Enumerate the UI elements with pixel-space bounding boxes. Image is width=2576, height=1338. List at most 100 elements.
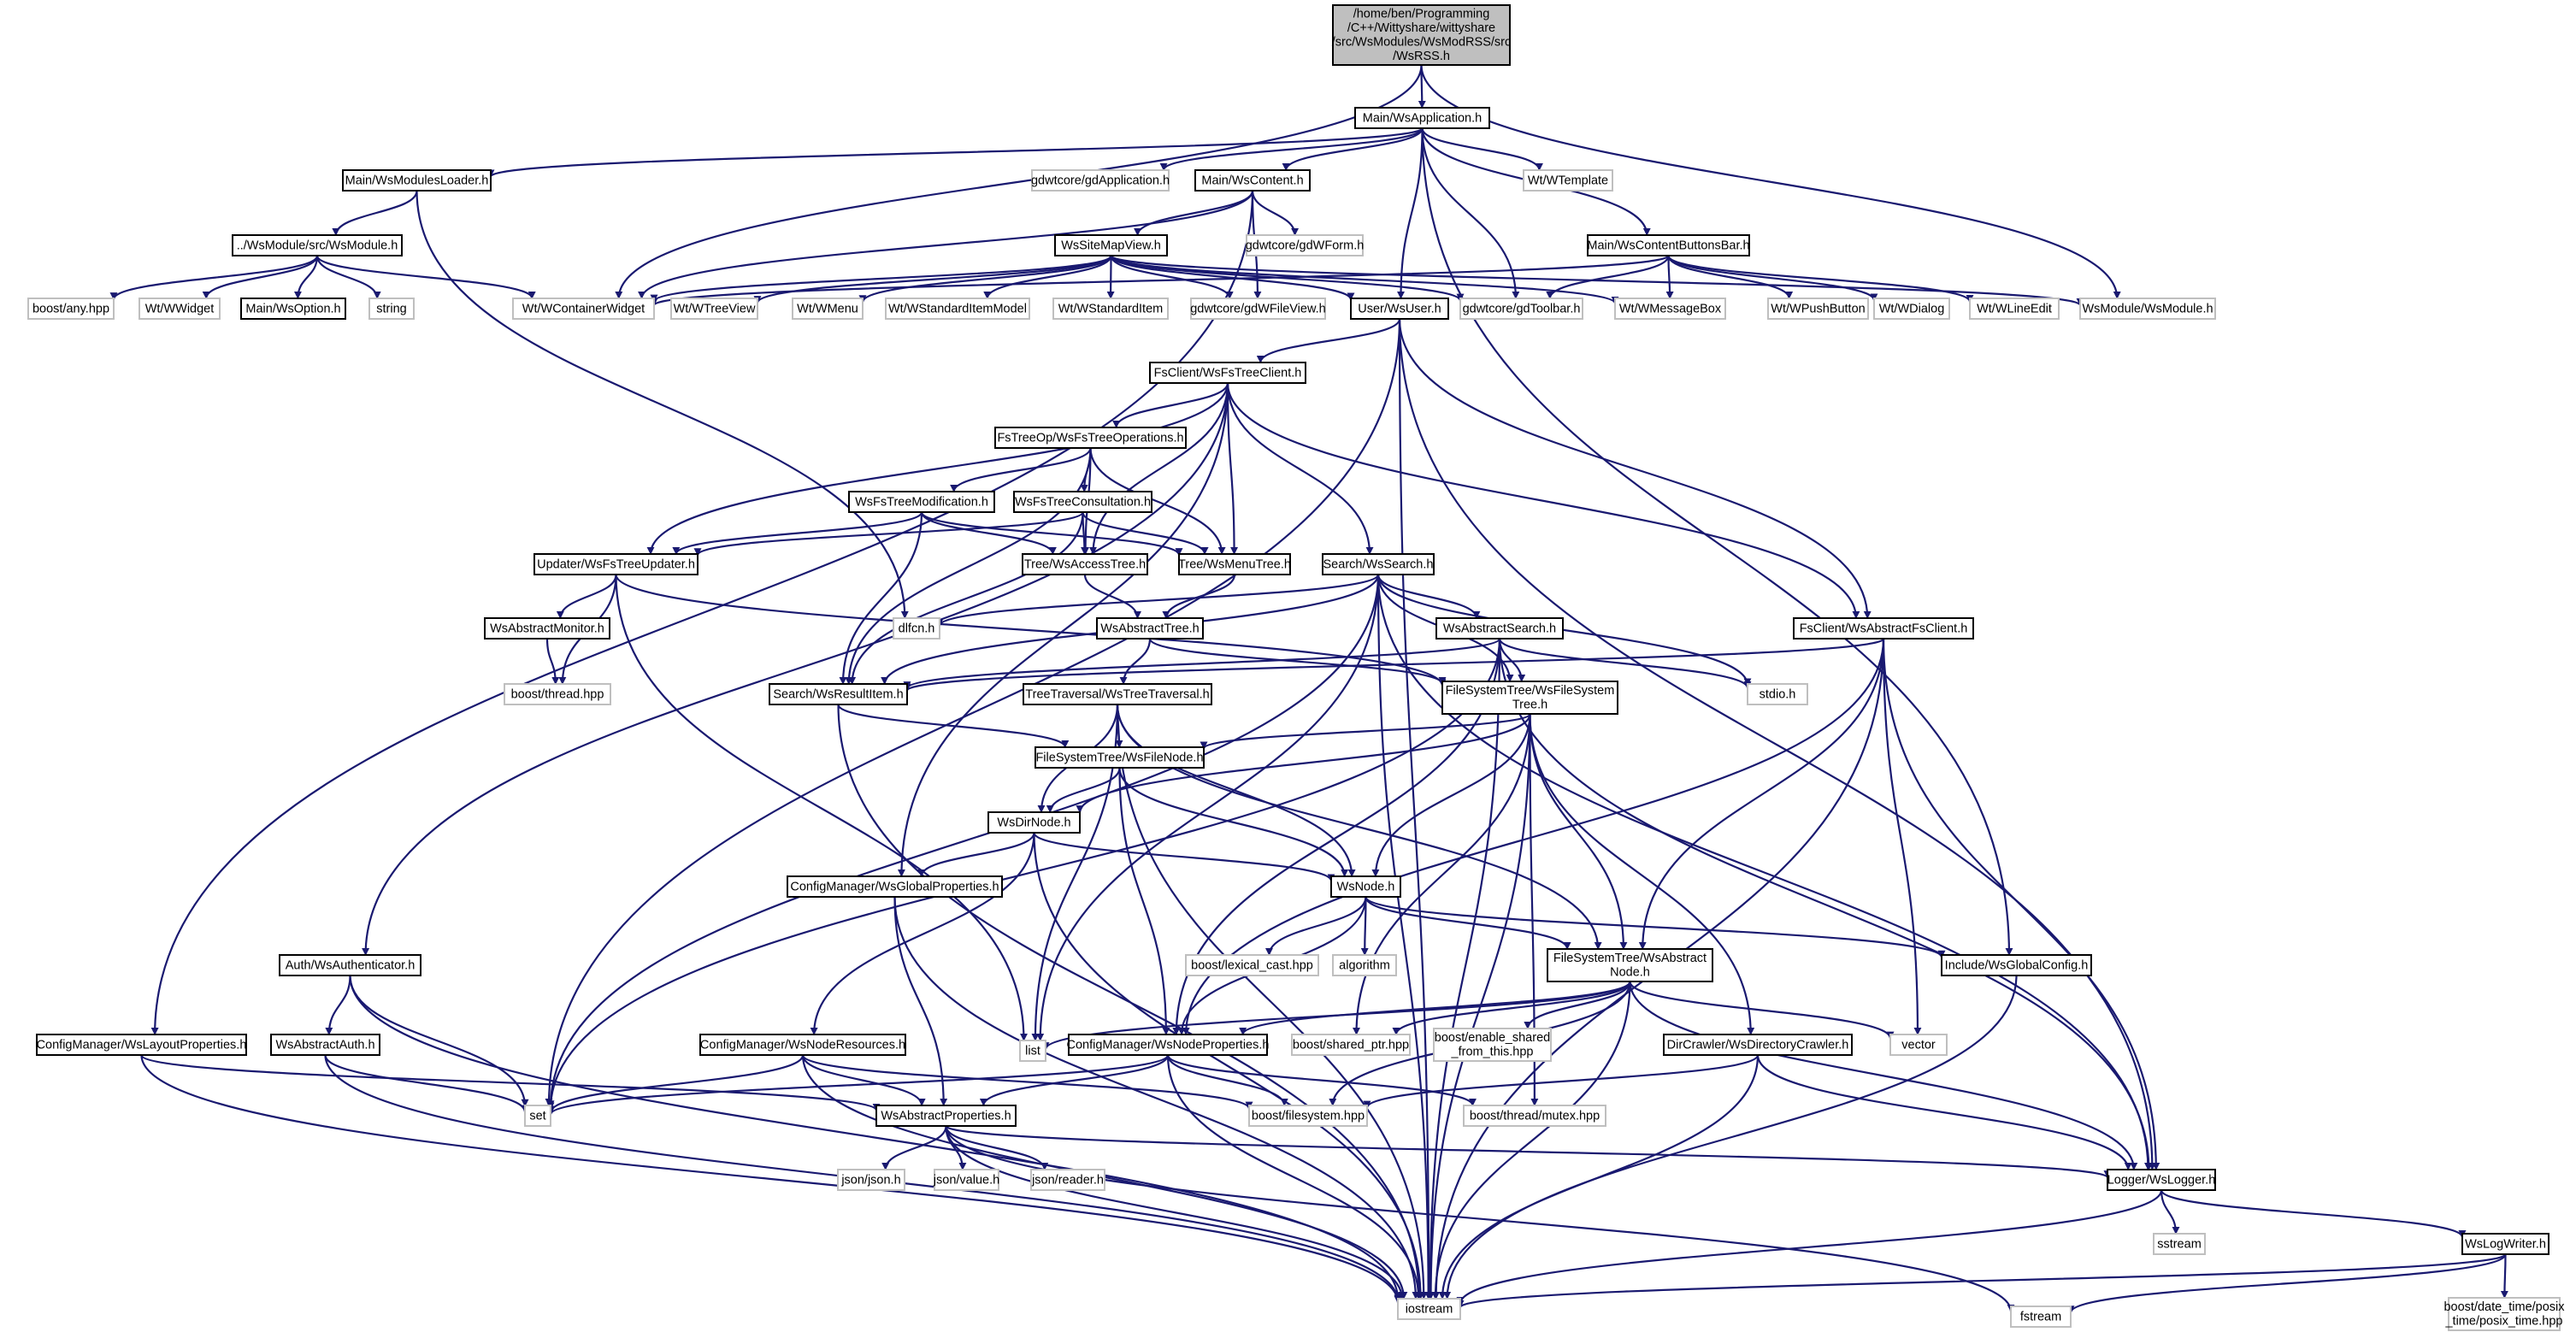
node-label: Wt/WStandardItem (1058, 302, 1163, 315)
node-fstreeops[interactable]: FsTreeOp/WsFsTreeOperations.h (994, 427, 1187, 449)
node-dircrawler[interactable]: DirCrawler/WsDirectoryCrawler.h (1663, 1034, 1853, 1056)
node-box (1793, 617, 1974, 640)
node-label: dlfcn.h (899, 622, 935, 635)
node-box (232, 234, 403, 256)
node-box (36, 1034, 247, 1056)
node-label: Wt/WDialog (1879, 302, 1945, 315)
edge-sitemap-to-wsuser (1110, 255, 1355, 301)
node-fstream: fstream (2010, 1306, 2072, 1328)
node-absmonitor[interactable]: WsAbstractMonitor.h (484, 617, 610, 640)
node-nodeprops[interactable]: ConfigManager/WsNodeProperties.h (1067, 1034, 1270, 1056)
node-logwriter[interactable]: WsLogWriter.h (2461, 1233, 2549, 1255)
node-label: json/reader.h (1031, 1173, 1104, 1187)
node-root[interactable]: /home/ben/Programming/C++/Wittyshare/wit… (1332, 4, 1511, 66)
edge-treeupdater-to-fstree (615, 574, 1447, 687)
node-box (1463, 1105, 1606, 1127)
node-label: FsTreeOp/WsFsTreeOperations.h (997, 431, 1183, 445)
node-logger[interactable]: Logger/WsLogger.h (2107, 1169, 2216, 1191)
node-wpushbtn: Wt/WPushButton (1767, 298, 1869, 320)
edge-fstreeclient-to-authenticator (362, 382, 1229, 956)
node-label: Tree.h (1512, 698, 1547, 712)
node-accesstree[interactable]: Tree/WsAccessTree.h (1022, 553, 1148, 575)
node-label: boost/shared_ptr.hpp (1293, 1038, 1409, 1052)
edge-wscontent-to-gdform (1251, 190, 1300, 236)
node-globalconfig[interactable]: Include/WsGlobalConfig.h (1941, 954, 2092, 976)
node-layoutprops[interactable]: ConfigManager/WsLayoutProperties.h (36, 1034, 247, 1056)
node-sitemap[interactable]: WsSiteMapView.h (1054, 234, 1168, 256)
node-wscontent[interactable]: Main/WsContent.h (1194, 169, 1311, 192)
node-box (987, 811, 1081, 834)
node-dlfcn: dlfcn.h (893, 617, 940, 640)
node-wsuser[interactable]: User/WsUser.h (1350, 298, 1449, 320)
node-label: gdwtcore/gdToolbar.h (1463, 302, 1581, 315)
node-box (270, 1034, 380, 1056)
edge-absnode-to-sharedptr (1392, 981, 1631, 1035)
edge-wsuser-to-iostream (1398, 318, 1433, 1300)
node-btnbar[interactable]: Main/WsContentButtonsBar.h (1587, 234, 1750, 256)
node-wsoption[interactable]: Main/WsOption.h (240, 298, 346, 320)
node-box (1332, 954, 1397, 976)
node-abstree[interactable]: WsAbstractTree.h (1096, 617, 1204, 640)
edge-wsuser-to-logger (1398, 318, 2156, 1170)
edge-logwriter-to-posixtime (2500, 1253, 2508, 1299)
node-box (787, 875, 1003, 898)
node-absauth[interactable]: WsAbstractAuth.h (270, 1034, 380, 1056)
node-wsnode[interactable]: WsNode.h (1330, 875, 1401, 898)
node-dirnode[interactable]: WsDirNode.h (987, 811, 1081, 834)
node-noderes[interactable]: ConfigManager/WsNodeResources.h (699, 1034, 906, 1056)
node-label: Include/WsGlobalConfig.h (1945, 958, 2089, 972)
node-absfsclient[interactable]: FsClient/WsAbstractFsClient.h (1793, 617, 1974, 640)
node-treetrav[interactable]: TreeTraversal/WsTreeTraversal.h (1023, 683, 1212, 705)
node-label: json/value.h (933, 1173, 999, 1187)
node-globalprops[interactable]: ConfigManager/WsGlobalProperties.h (787, 875, 1003, 898)
edge-absprops-to-iostream (945, 1125, 1406, 1300)
edge-abssearch-to-iostream (1426, 638, 1501, 1300)
edge-fstree-to-dircrawler (1529, 713, 1755, 1035)
node-box (1322, 553, 1435, 575)
node-label: gdwtcore/gdApplication.h (1031, 174, 1170, 187)
edge-noderes-to-boostfs (801, 1054, 1253, 1110)
node-wsapp[interactable]: Main/WsApplication.h (1354, 107, 1490, 129)
edge-dirnode-to-noderes (810, 832, 1035, 1035)
edge-wsnode-to-globalconfig (1365, 896, 1946, 958)
node-box (1031, 169, 1170, 192)
node-authenticator[interactable]: Auth/WsAuthenticator.h (279, 954, 421, 976)
node-wsmodule_src[interactable]: ../WsModule/src/WsModule.h (232, 234, 403, 256)
node-box (342, 169, 492, 192)
node-box (533, 553, 699, 575)
node-label: Wt/WContainerWidget (522, 302, 645, 315)
edge-absauth-to-set (324, 1054, 529, 1113)
node-gdform: gdwtcore/gdWForm.h (1246, 234, 1364, 256)
node-fstreecons[interactable]: WsFsTreeConsultation.h (1013, 491, 1152, 513)
node-filenode[interactable]: FileSystemTree/WsFileNode.h (1035, 746, 1205, 769)
node-treeupdater[interactable]: Updater/WsFsTreeUpdater.h (533, 553, 699, 575)
edge-absnode-to-iostream (1431, 981, 1631, 1300)
node-box (1354, 107, 1490, 129)
node-wmsgbox: Wt/WMessageBox (1614, 298, 1726, 320)
node-modloader[interactable]: Main/WsModulesLoader.h (342, 169, 492, 192)
node-fstreemod[interactable]: WsFsTreeModification.h (848, 491, 995, 513)
node-label: WsLogWriter.h (2465, 1237, 2546, 1251)
node-boostfs: boost/filesystem.hpp (1248, 1105, 1368, 1127)
node-box (1019, 1040, 1046, 1062)
edge-dirnode-to-globalprops (917, 832, 1035, 877)
node-absprops[interactable]: WsAbstractProperties.h (875, 1105, 1017, 1127)
node-iostream: iostream (1397, 1298, 1461, 1320)
node-fstreeclient[interactable]: FsClient/WsFsTreeClient.h (1149, 362, 1306, 384)
node-wssearch[interactable]: Search/WsSearch.h (1322, 553, 1435, 575)
edge-treeupdater-to-absmonitor (556, 574, 617, 619)
edge-wssearch-to-list (1036, 574, 1380, 1041)
edge-wsapp-to-wscontent (1282, 127, 1424, 171)
node-abssearch[interactable]: WsAbstractSearch.h (1435, 617, 1564, 640)
node-label: string (376, 302, 406, 315)
edge-nodeprops-to-boostfs (1166, 1054, 1288, 1106)
node-resultitem[interactable]: Search/WsResultItem.h (769, 683, 908, 705)
node-label: Search/WsSearch.h (1323, 557, 1434, 571)
edge-fstreecons-to-treeupdater (693, 510, 1084, 557)
node-stdio: stdio.h (1747, 683, 1808, 705)
node-menutree[interactable]: Tree/WsMenuTree.h (1178, 553, 1291, 575)
edge-absfsclient-to-logger (1882, 638, 2160, 1170)
